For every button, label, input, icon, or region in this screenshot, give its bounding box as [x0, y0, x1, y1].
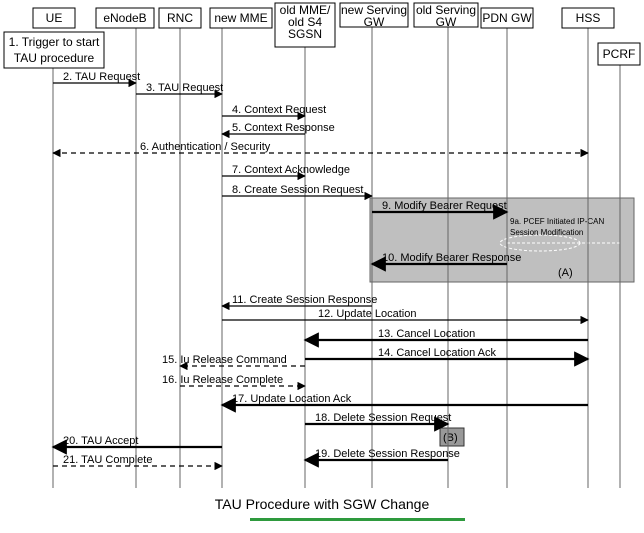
participant-label-pdn: PDN GW	[482, 11, 532, 25]
participant-label-enb: eNodeB	[103, 11, 146, 25]
message-label-12: 12. Update Location	[318, 308, 416, 320]
message-label-6: 6. Authentication / Security	[140, 141, 271, 153]
participant-box-ue	[32, 7, 76, 29]
participant-box-hss	[561, 7, 615, 29]
box-b-label: (B)	[443, 432, 458, 444]
message-label-14: 14. Cancel Location Ack	[378, 347, 497, 359]
message-label-17: 17. Update Location Ack	[232, 393, 352, 405]
participant-box-enb	[95, 7, 155, 29]
message-label-7: 7. Context Acknowledge	[232, 164, 350, 176]
message-label-16: 16. Iu Release Complete	[162, 374, 283, 386]
box-b	[439, 427, 465, 447]
box-a-label: (A)	[558, 267, 573, 279]
step1-box	[3, 31, 105, 69]
message-label-19: 19. Delete Session Response	[315, 448, 460, 460]
message-label-3: 3. TAU Request	[146, 82, 223, 94]
message-label-10: 10. Modify Bearer Response	[382, 252, 521, 264]
message-label-18: 18. Delete Session Request	[315, 412, 451, 424]
participant-box-pcrf	[597, 42, 641, 66]
participant-label-pcrf: PCRF	[603, 47, 636, 61]
diagram-caption: TAU Procedure with SGW Change	[214, 496, 430, 512]
message-label-8: 8. Create Session Request	[232, 184, 363, 196]
message-label-13: 13. Cancel Location	[378, 328, 475, 340]
participant-label-rnc: RNC	[167, 11, 193, 25]
participant-box-osgw	[413, 2, 479, 28]
participant-label-mme: new MME	[214, 11, 267, 25]
message-label-21: 21. TAU Complete	[63, 454, 152, 466]
message-label-15: 15. Iu Release Command	[162, 354, 287, 366]
participant-label-ue: UE	[46, 11, 63, 25]
message-label-9: 9. Modify Bearer Request	[382, 200, 507, 212]
message-label-5: 5. Context Response	[232, 122, 335, 134]
message-label-11: 11. Create Session Response	[232, 294, 377, 306]
participant-box-old	[274, 2, 336, 48]
participant-box-nsgw	[339, 2, 409, 28]
participant-box-pdn	[480, 7, 534, 29]
caption-underline	[250, 518, 465, 521]
participant-label-hss: HSS	[576, 11, 601, 25]
message-label-4: 4. Context Request	[232, 104, 326, 116]
participant-box-mme	[209, 7, 273, 29]
message-label-2: 2. TAU Request	[63, 71, 140, 83]
participant-box-rnc	[158, 7, 202, 29]
message-label-20: 20. TAU Accept	[63, 435, 138, 447]
